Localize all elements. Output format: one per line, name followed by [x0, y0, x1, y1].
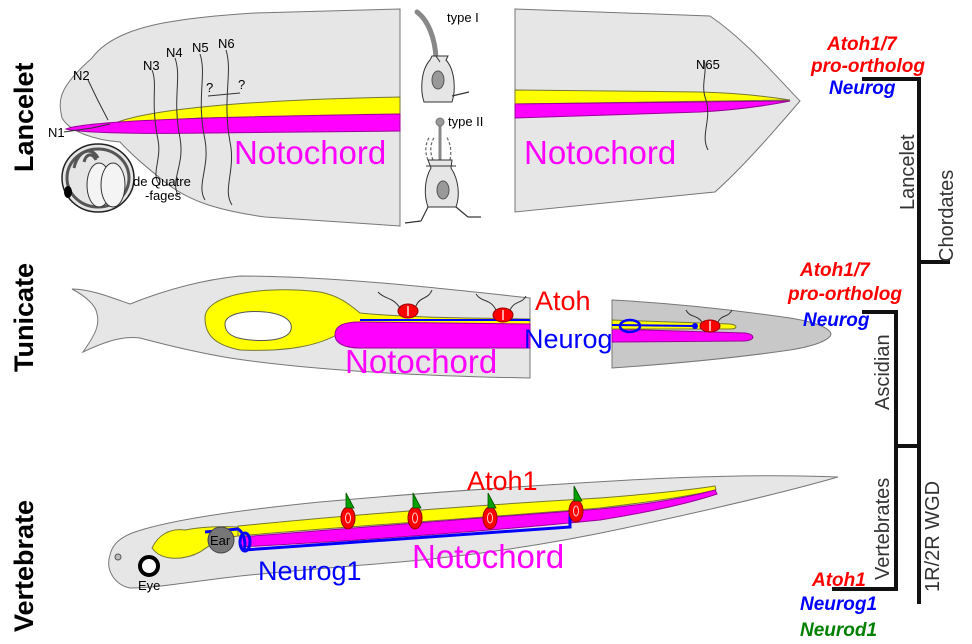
nerve-label-n2: N2 [73, 68, 90, 83]
tunicate-atoh-label: Atoh [535, 286, 591, 316]
vertebrate-notochord-label: Notochord [412, 538, 564, 575]
row-label-lancelet: Lancelet [9, 62, 39, 172]
nerve-label-n6: N6 [218, 36, 235, 51]
vertebrate-neurog1-label: Neurog1 [258, 556, 362, 586]
nerve-label-n3: N3 [143, 58, 160, 73]
type-ii-label: type II [448, 114, 483, 129]
lancelet-atoh-gene-line2: pro-ortholog [810, 56, 925, 77]
lancelet-notochord-label-right: Notochord [524, 134, 676, 171]
vertebrate-atoh1-gene: Atoh1 [811, 570, 866, 591]
de-quatrefages-label-line2: -fages [145, 188, 182, 203]
type-ii-cell [405, 118, 481, 223]
nerve-label-n65: N65 [696, 57, 720, 72]
tree-chordates-label: Chordates [936, 170, 958, 262]
tunicate-notochord-label: Notochord [345, 343, 497, 380]
de-quatrefages-organ [62, 144, 134, 212]
lancelet-notochord-label-left: Notochord [234, 134, 386, 171]
tree-lancelet-label: Lancelet [897, 134, 919, 210]
de-quatrefages-label-line1: de Quatre [133, 174, 191, 189]
nerve-label-n4: N4 [166, 45, 183, 60]
vertebrate-atoh1-cell-3 [483, 507, 497, 529]
unknown-mark-2: ? [238, 77, 245, 92]
tunicate-atoh-gene-line1: Atoh1/7 [799, 260, 871, 281]
tunicate-neurog-label: Neurog [524, 324, 613, 354]
tunicate-neurog-gene: Neurog [803, 310, 870, 331]
row-label-tunicate: Tunicate [9, 263, 39, 372]
tunicate-pigment-cell [225, 312, 291, 341]
vertebrate-neurog1-gene: Neurog1 [800, 594, 877, 615]
tree-ascidian-label: Ascidian [872, 334, 894, 410]
eye-icon [140, 557, 158, 575]
vertebrate-atoh1-cell-2 [408, 507, 422, 529]
row-label-vertebrate: Vertebrate [9, 500, 39, 632]
tree-vertebrates-label: Vertebrates [872, 478, 894, 580]
tree-wgd-label: 1R/2R WGD [922, 481, 944, 592]
nostril-icon [115, 554, 121, 560]
lancelet-neurog-gene: Neurog [829, 78, 896, 99]
nerve-label-n5: N5 [192, 40, 209, 55]
eye-label: Eye [138, 578, 160, 593]
type-i-label: type I [447, 10, 479, 25]
unknown-mark-1: ? [206, 80, 213, 95]
nerve-label-n1: N1 [48, 125, 65, 140]
ear-label: Ear [210, 533, 231, 548]
vertebrate-atoh1-label: Atoh1 [467, 466, 538, 496]
type-i-cell [417, 12, 469, 102]
vertebrate-atoh1-cell-4 [569, 500, 583, 522]
vertebrate-neurod1-gene: Neurod1 [800, 620, 877, 641]
vertebrate-atoh1-cell-1 [341, 507, 355, 529]
lancelet-atoh-gene-line1: Atoh1/7 [826, 34, 898, 55]
tunicate-atoh-gene-line2: pro-ortholog [787, 284, 902, 305]
